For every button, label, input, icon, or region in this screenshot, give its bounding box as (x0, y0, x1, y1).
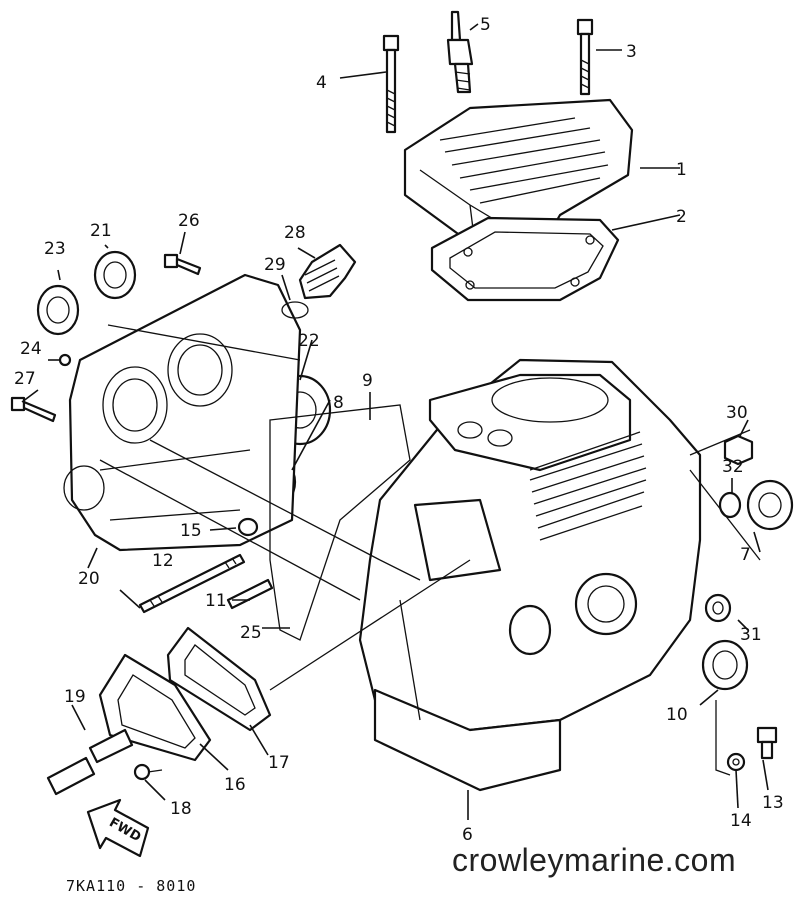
bolt-18 (133, 763, 163, 781)
crankcase (358, 358, 702, 792)
nut-30 (723, 434, 754, 466)
callout-21: 21 (90, 221, 112, 241)
bolt-13 (756, 726, 778, 760)
head-bolt-long (382, 34, 400, 134)
callout-14: 14 (730, 811, 752, 831)
callout-25: 25 (240, 623, 262, 643)
stud-12 (138, 553, 246, 614)
callout-6: 6 (462, 825, 473, 845)
dowel-15 (237, 517, 259, 537)
callout-7: 7 (740, 545, 751, 565)
callout-30: 30 (726, 403, 748, 423)
oil-filler-cap (298, 243, 357, 300)
o-ring-29 (281, 301, 309, 319)
callout-13: 13 (762, 793, 784, 813)
callout-32: 32 (722, 457, 744, 477)
callout-26: 26 (178, 211, 200, 231)
spark-plug (446, 10, 474, 94)
callout-3: 3 (626, 42, 637, 62)
callout-8: 8 (333, 393, 344, 413)
callout-1: 1 (676, 160, 687, 180)
document-id: 7KA110 - 8010 (66, 877, 197, 895)
oil-seal-23 (36, 284, 80, 336)
callout-labels: 1 2 3 4 5 6 7 8 9 10 11 12 13 14 15 16 1… (14, 15, 784, 845)
bolt-26 (163, 253, 202, 276)
crankcase-cover (63, 273, 302, 552)
stud-11 (226, 578, 274, 610)
callout-5: 5 (480, 15, 491, 35)
callout-22: 22 (298, 331, 320, 351)
callout-15: 15 (180, 521, 202, 541)
watermark-text: crowleymarine.com (452, 842, 737, 878)
callout-28: 28 (284, 223, 306, 243)
callout-10: 10 (666, 705, 688, 725)
cover-gasket (269, 404, 411, 641)
breather-tube-19 (46, 728, 134, 796)
head-gasket (430, 216, 620, 302)
callout-19: 19 (64, 687, 86, 707)
washer-14 (726, 752, 746, 772)
fwd-arrow-icon: FWD (86, 798, 150, 858)
washer-24 (58, 353, 72, 367)
callout-23: 23 (44, 239, 66, 259)
head-bolt-short (576, 18, 594, 96)
callout-11: 11 (205, 591, 227, 611)
callout-18: 18 (170, 799, 192, 819)
callout-2: 2 (676, 207, 687, 227)
oil-seal-21 (93, 250, 137, 300)
callout-27: 27 (14, 369, 36, 389)
callout-12: 12 (152, 551, 174, 571)
callout-16: 16 (224, 775, 246, 795)
callout-20: 20 (78, 569, 100, 589)
washer-31 (704, 593, 732, 623)
bolt-27 (10, 396, 57, 423)
callout-9: 9 (362, 371, 373, 391)
breather-gasket (166, 626, 272, 732)
leader-lines (21, 23, 769, 820)
callout-24: 24 (20, 339, 42, 359)
callout-17: 17 (268, 753, 290, 773)
callout-31: 31 (740, 625, 762, 645)
callout-29: 29 (264, 255, 286, 275)
plug-7 (746, 479, 794, 531)
washer-32 (718, 491, 742, 519)
callout-4: 4 (316, 73, 327, 93)
oil-seal-10 (701, 639, 749, 691)
